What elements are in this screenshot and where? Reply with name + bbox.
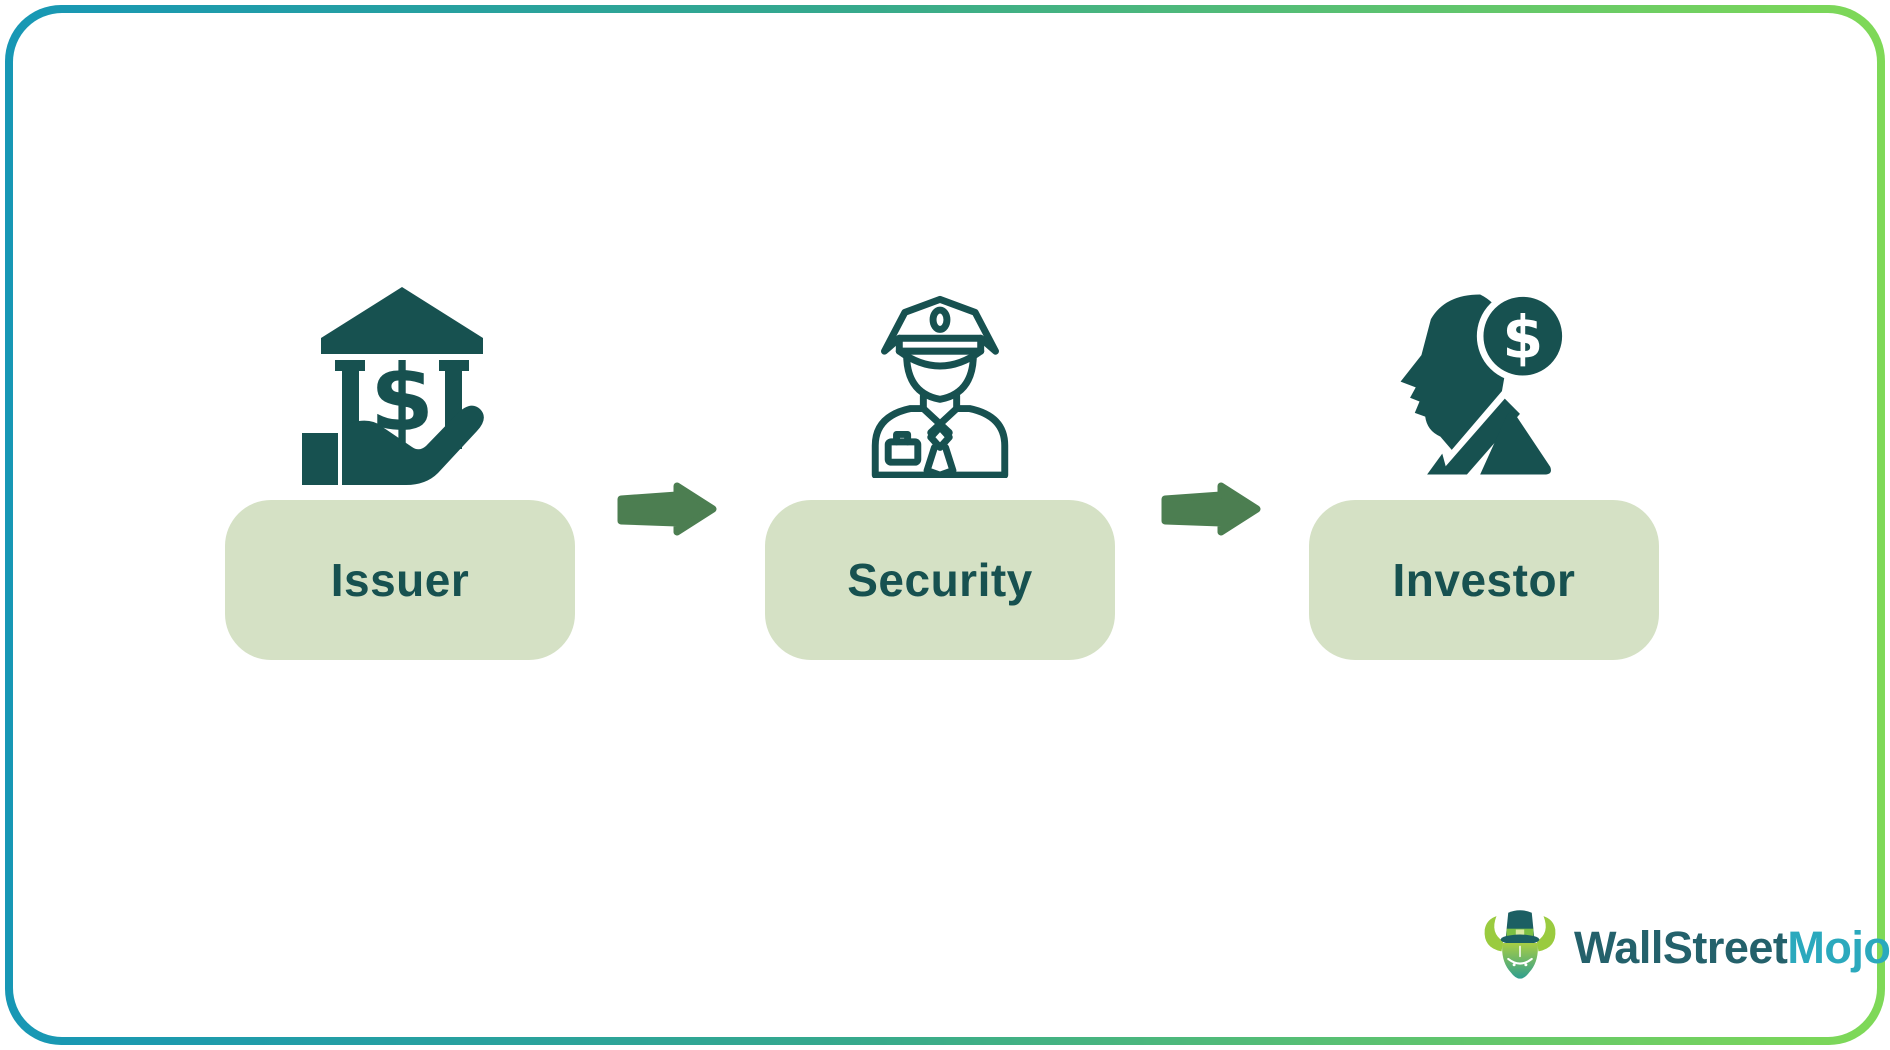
logo-text-secondary: Mojo	[1787, 922, 1890, 973]
node-security: Security	[765, 500, 1115, 660]
node-investor: Investor	[1309, 500, 1659, 660]
logo-text: WallStreetMojo	[1574, 922, 1890, 974]
bank-in-hand-icon: $	[302, 287, 502, 492]
wallstreetmojo-logo: WallStreetMojo	[1478, 898, 1890, 998]
bull-mascot-icon	[1478, 902, 1562, 994]
node-issuer-label: Issuer	[330, 554, 470, 606]
node-security-label: Security	[847, 554, 1033, 606]
flow-arrow-1-icon	[614, 481, 720, 537]
logo-text-primary: WallStreet	[1574, 922, 1788, 973]
flow-arrow-2-icon	[1158, 481, 1264, 537]
dollar-glyph: $	[370, 345, 434, 452]
node-investor-label: Investor	[1392, 554, 1576, 606]
investor-head-dollar-icon: $	[1393, 286, 1573, 482]
security-guard-icon	[866, 291, 1014, 478]
coin-dollar-glyph: $	[1502, 303, 1543, 372]
node-issuer: Issuer	[225, 500, 575, 660]
